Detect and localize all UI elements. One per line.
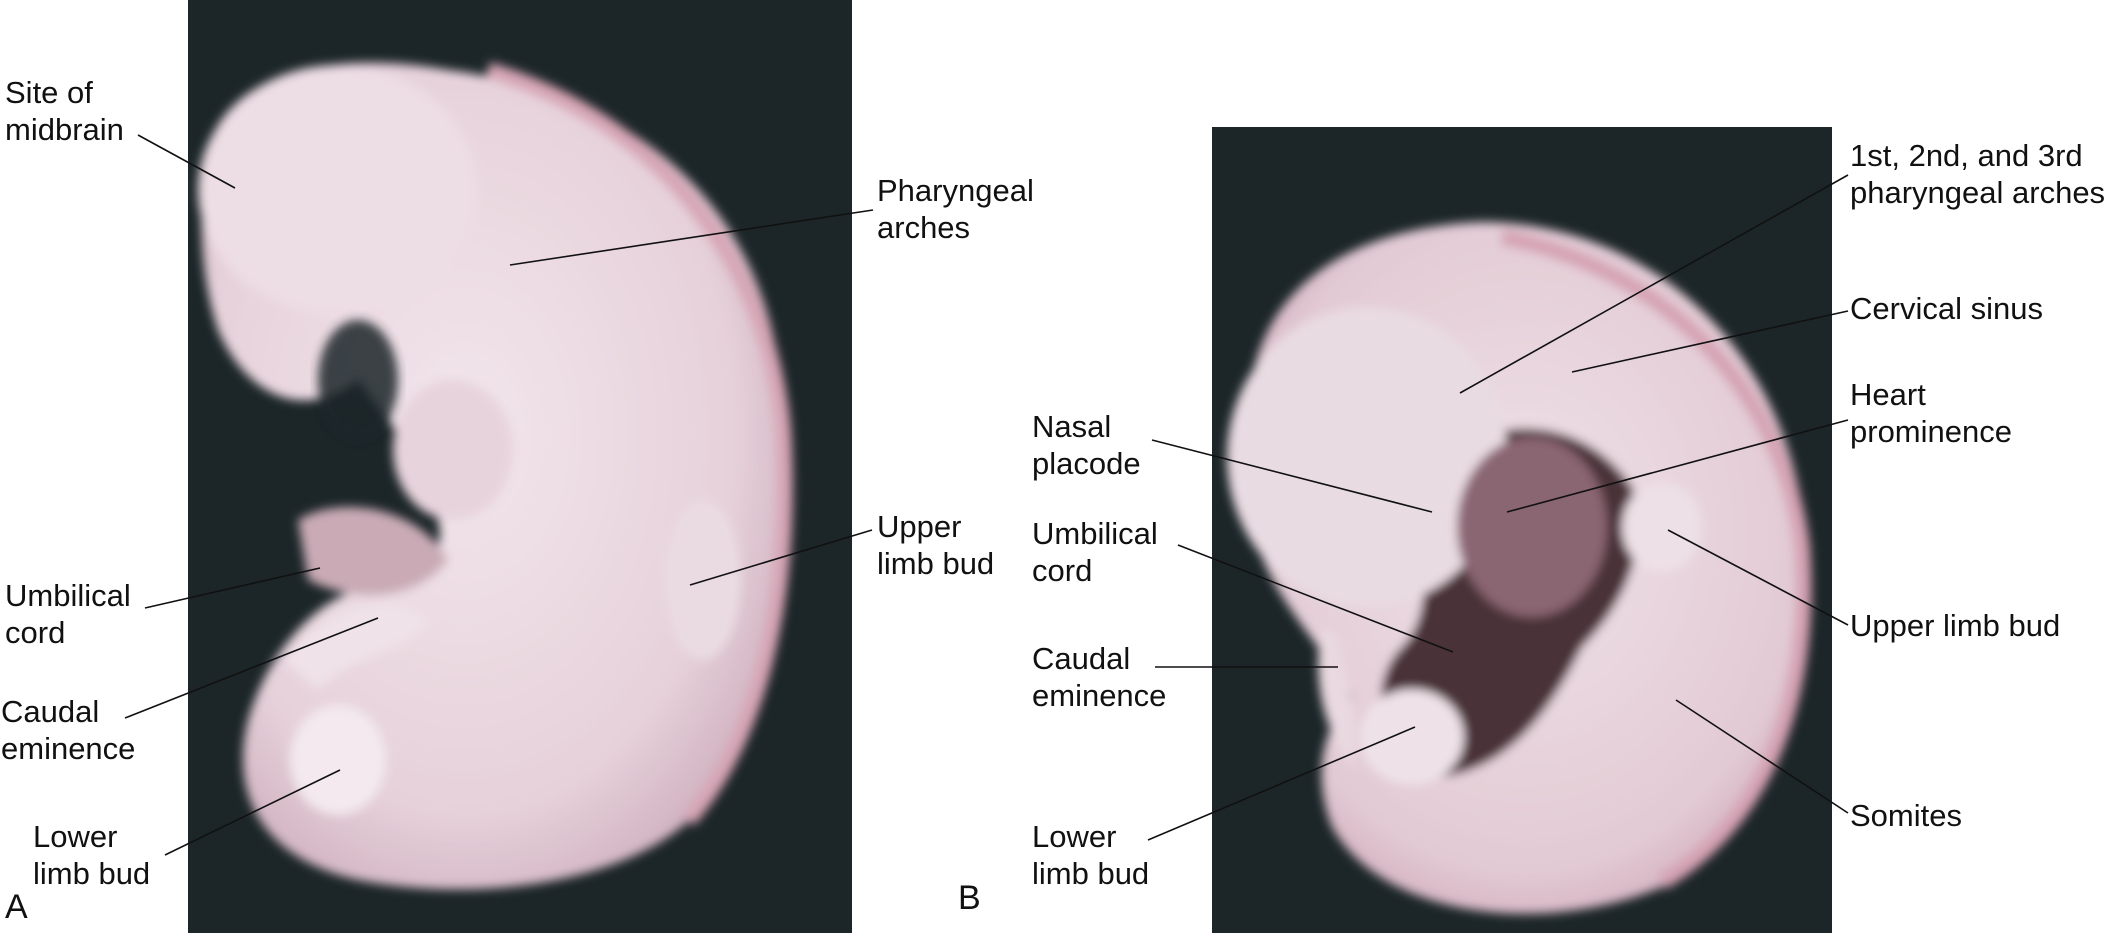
- label-b-somites: Somites: [1850, 798, 1962, 833]
- panel-letter-a: A: [5, 888, 28, 926]
- label-b-heart-prominence: Heart prominence: [1850, 377, 2012, 449]
- embryo-b-illustration: [1227, 222, 1812, 914]
- label-b-umbilical-cord: Umbilical cord: [1032, 516, 1158, 588]
- panel-letter-b: B: [958, 879, 981, 917]
- label-b-nasal-placode: Nasal placode: [1032, 409, 1141, 481]
- label-a-pharyngeal-arches: Pharyngeal arches: [877, 173, 1034, 245]
- label-b-pharyngeal-arches: 1st, 2nd, and 3rd pharyngeal arches: [1850, 138, 2106, 210]
- embryo-photo-b: [1212, 127, 1832, 933]
- embryo-a-illustration: [198, 62, 793, 890]
- label-a-caudal-eminence: Caudal eminence: [1, 694, 136, 766]
- label-a-upper-limb-bud: Upper limb bud: [877, 509, 995, 581]
- embryo-photo-a: [188, 0, 852, 933]
- label-b-upper-limb-bud: Upper limb bud: [1850, 608, 2061, 643]
- label-a-midbrain: Site of midbrain: [5, 75, 124, 147]
- label-a-lower-limb-bud: Lower limb bud: [33, 819, 151, 891]
- label-b-cervical-sinus: Cervical sinus: [1850, 291, 2043, 326]
- label-b-lower-limb-bud: Lower limb bud: [1032, 819, 1150, 891]
- label-b-caudal-eminence: Caudal eminence: [1032, 641, 1167, 713]
- label-a-umbilical-cord: Umbilical cord: [5, 578, 131, 650]
